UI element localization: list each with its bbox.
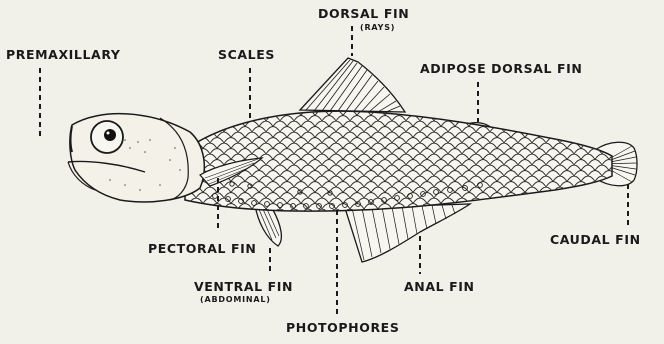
- label-photophores: PHOTOPHORES: [286, 322, 399, 335]
- anal-fin-shape: [345, 204, 470, 262]
- label-dorsal-fin-sub: (RAYS): [360, 24, 395, 32]
- label-pectoral-fin: PECTORAL FIN: [148, 243, 257, 256]
- label-premaxillary: PREMAXILLARY: [6, 49, 121, 62]
- label-ventral-fin-sub: (ABDOMINAL): [200, 296, 271, 304]
- dorsal-fin-shape: [300, 58, 405, 112]
- label-anal-fin: ANAL FIN: [404, 281, 475, 294]
- label-caudal-fin: CAUDAL FIN: [550, 234, 641, 247]
- scales-pattern: [170, 100, 620, 220]
- fish-head: [68, 114, 204, 202]
- label-dorsal-fin: DORSAL FIN: [318, 8, 409, 21]
- label-adipose-dorsal-fin: ADIPOSE DORSAL FIN: [420, 63, 582, 76]
- label-ventral-fin: VENTRAL FIN: [194, 281, 293, 294]
- label-scales: SCALES: [218, 49, 275, 62]
